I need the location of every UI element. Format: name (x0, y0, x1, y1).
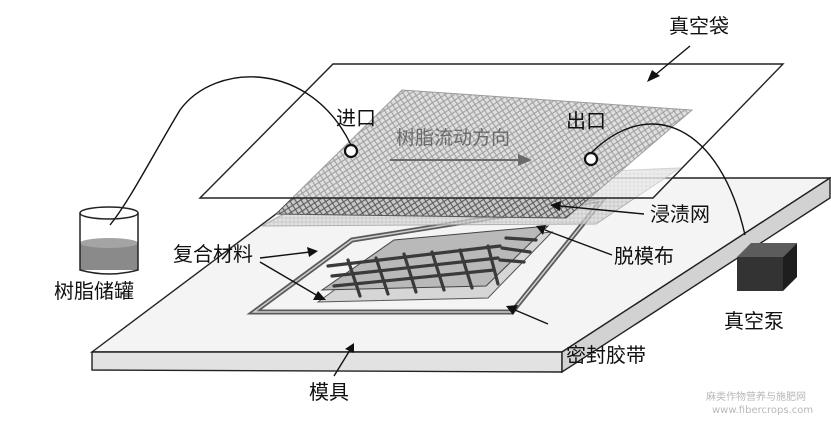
watermark-line2: www.fibercrops.com (712, 405, 814, 416)
infusion-mesh-leader (559, 205, 645, 215)
vacuum-pump-icon (737, 243, 797, 291)
sealant-tape-label: 密封胶带 (566, 343, 646, 367)
inlet-label: 进口 (336, 106, 376, 130)
leader-arrowheads (307, 70, 660, 353)
composite-label: 复合材料 (173, 242, 253, 266)
infusion-mesh (274, 89, 694, 219)
resin-tank-label: 树脂储罐 (54, 279, 134, 303)
mold-label: 模具 (309, 380, 349, 404)
vacuum-bag-label: 真空袋 (669, 14, 729, 38)
flow-direction-arrow (390, 154, 532, 166)
resin-inlet-hose (109, 76, 352, 226)
release-cloth-leader (544, 229, 613, 256)
leader-lines (259, 45, 691, 377)
composite-leader-2 (259, 261, 319, 297)
inlet-port-icon (343, 143, 359, 159)
flow-direction-label: 树脂流动方向 (396, 127, 511, 149)
sealant-tape-leader (514, 309, 549, 325)
watermark-line1: 麻类作物营养与施肥网 (706, 392, 806, 403)
infusion-mesh-label: 浸渍网 (650, 202, 710, 226)
outlet-label: 出口 (566, 109, 606, 133)
mold-leader (333, 349, 351, 377)
outlet-port-icon (583, 151, 599, 167)
composite-fiber-strands (326, 236, 538, 298)
vacuum-bag-sheet (198, 63, 785, 199)
vacuum-pump-label: 真空泵 (724, 309, 784, 333)
vacuum-bag-leader (654, 45, 691, 76)
release-cloth-label: 脱模布 (614, 244, 674, 268)
composite-leader-1 (259, 251, 311, 259)
resin-tank-icon (79, 206, 139, 275)
vacuum-outlet-hose (590, 123, 746, 236)
